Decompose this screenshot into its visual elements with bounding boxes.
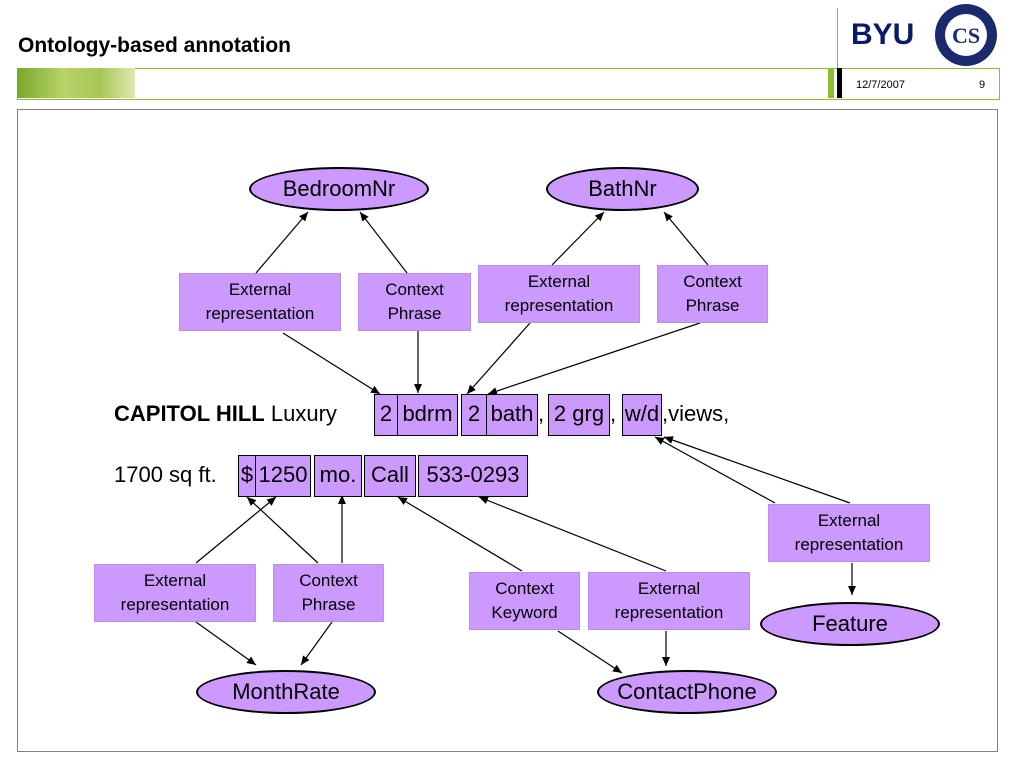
punct-comma-2: , <box>610 401 617 426</box>
arrow-keyword-to-token-call <box>397 496 523 572</box>
token-2-bath: 2 <box>461 394 487 436</box>
arrow-ctx-to-bath <box>663 211 709 266</box>
concept-bedroomnr: BedroomNr <box>249 167 429 211</box>
cs-department-seal: CS <box>935 4 997 66</box>
arrow-ctx-to-monthrate <box>300 621 333 666</box>
arrow-ext-to-token-wd <box>654 436 776 504</box>
arrow-ext-to-bedroom <box>255 211 309 274</box>
arrow-ctx-to-token-1250-a <box>246 496 319 564</box>
concept-feature: Feature <box>760 602 940 646</box>
box-ctx-rate: Context Phrase <box>273 564 384 622</box>
arrow-ext-to-token-dollar <box>195 496 277 564</box>
arrow-ext-to-monthrate <box>195 621 257 666</box>
box-ext-bath: External representation <box>478 265 640 323</box>
ad-sqft: 1700 sq ft. <box>114 462 217 487</box>
token-bdrm: bdrm <box>397 394 458 436</box>
band-green-separator <box>828 68 834 98</box>
ad-bold-heading: CAPITOL HILL <box>114 401 265 426</box>
arrow-ext-to-token-2b <box>466 322 531 395</box>
byu-logo: BYU <box>851 18 915 51</box>
box-ext-phone: External representation <box>588 572 750 630</box>
band-black-separator <box>837 68 842 98</box>
arrow-ctx-to-bedroom <box>359 211 408 274</box>
token-2-grg: 2 grg <box>548 394 610 436</box>
concept-bathnr: BathNr <box>546 167 699 211</box>
box-ext-feature: External representation <box>768 504 930 562</box>
box-ctx-bath: Context Phrase <box>657 265 768 323</box>
token-call: Call <box>364 455 416 497</box>
header-divider <box>837 8 838 68</box>
punct-comma-1: , <box>538 401 545 426</box>
token-bath: bath <box>486 394 538 436</box>
token-mo: mo. <box>314 455 362 497</box>
box-ctx-bedroom: Context Phrase <box>358 273 471 331</box>
arrow-ctx-to-token-bath <box>487 322 701 395</box>
page-number: 9 <box>979 79 986 91</box>
header-photo-strip <box>17 68 135 98</box>
arrow-keyword-to-contactphone <box>557 630 623 674</box>
header-band <box>17 68 1000 100</box>
token-wd: w/d <box>622 394 662 436</box>
token-dollar: $ <box>238 455 256 497</box>
box-ext-bedroom: External representation <box>179 273 341 331</box>
slide-date: 12/7/2007 <box>856 79 905 91</box>
arrow-ext-to-token-2 <box>282 332 381 395</box>
content-frame <box>17 109 998 752</box>
arrow-ext-to-token-grg <box>663 436 851 504</box>
box-ext-rate: External representation <box>94 564 256 622</box>
concept-contactphone: ContactPhone <box>597 670 777 714</box>
slide-title: Ontology-based annotation <box>18 34 291 57</box>
arrow-ext-to-bath <box>551 211 605 266</box>
token-1250: 1250 <box>255 455 311 497</box>
ad-word-luxury: Luxury <box>270 401 337 426</box>
arrow-ext-to-token-phone <box>478 496 667 572</box>
svg-text:CS: CS <box>952 23 980 48</box>
box-ctx-keyword: Context Keyword <box>469 572 580 630</box>
ad-tail-views: ,views, <box>662 401 730 426</box>
token-2-bed: 2 <box>374 394 398 436</box>
concept-monthrate: MonthRate <box>196 670 376 714</box>
ad-text-line1-start: CAPITOL HILL Luxury <box>114 395 337 433</box>
token-phone: 533-0293 <box>418 455 528 497</box>
